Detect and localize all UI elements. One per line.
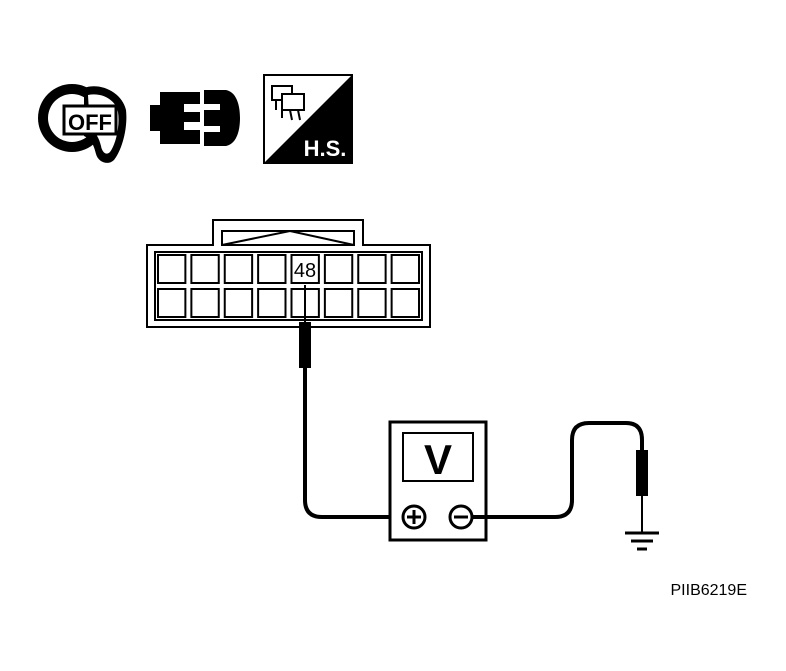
connector-cavity bbox=[390, 288, 420, 318]
harness-side-icon: H.S. bbox=[263, 74, 353, 164]
connector-cavity bbox=[323, 288, 354, 318]
connector-cavity bbox=[190, 254, 220, 284]
connector-cavity bbox=[257, 288, 287, 318]
connector-cavity bbox=[223, 254, 254, 284]
voltmeter-display-label: V bbox=[424, 436, 452, 483]
plus-terminal-icon bbox=[401, 504, 427, 530]
minus-terminal-icon bbox=[448, 504, 474, 530]
ignition-key-icon: OFF bbox=[38, 84, 127, 163]
figure-id: PIIB6219E bbox=[671, 582, 748, 599]
connector-cavity-grid bbox=[157, 254, 420, 318]
connector-cavity bbox=[157, 288, 187, 318]
ignition-key-label: OFF bbox=[68, 110, 112, 135]
connector-cavity bbox=[357, 288, 387, 318]
connector-cavity bbox=[290, 254, 320, 284]
negative-probe bbox=[472, 421, 648, 532]
voltmeter: V bbox=[388, 420, 488, 542]
connector-housing bbox=[146, 219, 431, 328]
connector-cavity bbox=[190, 288, 220, 318]
connector-cavity bbox=[223, 288, 254, 318]
terminal-number-label: 48 bbox=[294, 260, 316, 282]
ground-symbol-icon bbox=[625, 531, 659, 551]
connector-cavity bbox=[323, 254, 354, 284]
connector-cavity bbox=[257, 254, 287, 284]
connector-disconnect-icon bbox=[150, 90, 240, 146]
connector-cavity bbox=[157, 254, 187, 284]
positive-probe bbox=[299, 285, 400, 519]
connector-cavity bbox=[390, 254, 420, 284]
harness-side-label: H.S. bbox=[304, 136, 347, 161]
connector-cavity bbox=[357, 254, 387, 284]
